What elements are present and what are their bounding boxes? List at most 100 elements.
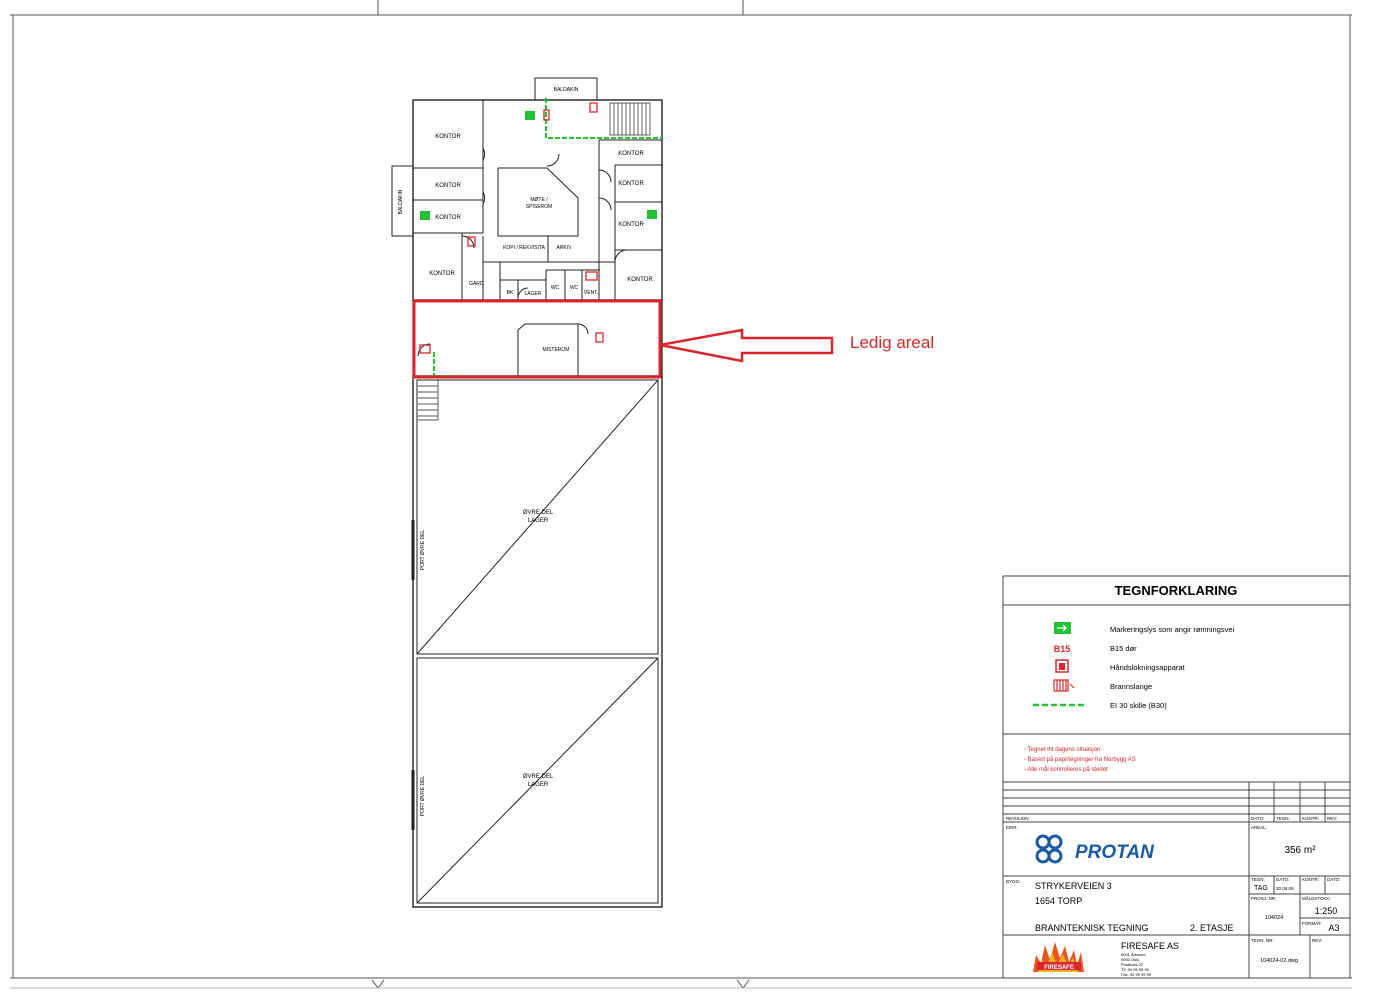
- rev-header: REV:: [1327, 816, 1337, 821]
- room-label: BK: [507, 290, 514, 296]
- callout-arrow-icon: [659, 328, 834, 363]
- ledig-areal-label: Ledig areal: [850, 333, 935, 352]
- firesafe-logo-icon: FIRESAFE: [1033, 942, 1084, 972]
- eier-label: EIER:: [1006, 825, 1018, 830]
- room-label: KONTOR: [627, 277, 653, 283]
- tb-label: TEGN. NR:: [1251, 938, 1274, 943]
- address-line: 1654 TORP: [1035, 896, 1082, 906]
- room-label: WC: [570, 285, 579, 291]
- firesafe-logo-text: FIRESAFE: [1044, 965, 1074, 971]
- legend-panel: [1002, 575, 1351, 979]
- room-label: LAGER: [528, 782, 549, 788]
- b15-door-icon: [543, 109, 550, 121]
- room-label: BALDAKIN: [398, 189, 404, 214]
- tb-label: DATO:: [1327, 877, 1340, 882]
- fire-extinguisher-icon: [467, 236, 476, 247]
- room-label: GARD.: [469, 281, 485, 287]
- tb-label: DATO:: [1276, 877, 1289, 882]
- b15-text-icon: B15: [1054, 644, 1071, 654]
- warehouse-outline: [412, 375, 663, 908]
- room-label: LAGER: [528, 518, 549, 524]
- areal-label: AREAL:: [1251, 825, 1267, 830]
- room-label: PORT ØVRE DEL: [420, 530, 426, 571]
- firesafe-detail: 0000 Oslo: [1121, 957, 1140, 962]
- exit-sign-icon: [525, 111, 535, 120]
- dato-value: 20.06.09: [1276, 886, 1294, 891]
- room-label: KOPI / REKVISITA: [503, 245, 546, 251]
- sheet-frame: [10, 0, 1352, 989]
- tb-label: REV:: [1312, 938, 1322, 943]
- tb-label: MÅLESTOKK:: [1302, 895, 1331, 901]
- room-label: KONTOR: [618, 151, 644, 157]
- fire-equipment: [419, 102, 604, 354]
- legend-item-label: Håndslokningsapparat: [1110, 663, 1186, 672]
- room-label: ØVRE DEL: [523, 510, 554, 516]
- firesafe-detail: Fax: 99 99 99 99: [1121, 972, 1152, 977]
- exit-sign-icon: [647, 210, 657, 219]
- stair-top: [609, 102, 651, 136]
- tb-label: PROSJ. NR:: [1251, 896, 1276, 901]
- room-label: PORT ØVRE DEL: [420, 776, 426, 817]
- prosj-value: 104024: [1265, 915, 1283, 921]
- tegn-value: TAG: [1254, 885, 1268, 892]
- tb-label: KONTR:: [1302, 877, 1319, 882]
- legend-item-label: Markeringslys som angir rømningsvei: [1110, 625, 1235, 634]
- legend-note: - Basert på papirtegninger fra Norbygg A…: [1024, 756, 1136, 763]
- fire-hose-icon: [1053, 679, 1075, 692]
- legend-title: TEGNFORKLARING: [1115, 583, 1238, 598]
- room-label: ARKIV: [556, 245, 572, 251]
- room-label: SPISEROM: [526, 204, 552, 210]
- baldakin-left-room: [391, 165, 414, 237]
- tb-label: FORMAT:: [1302, 921, 1321, 926]
- room-label: LAGER: [525, 291, 542, 297]
- exit-sign-icon: [420, 211, 430, 220]
- protan-wordmark: PROTAN: [1075, 842, 1155, 863]
- rev-header: DATO:: [1251, 816, 1264, 821]
- legend-note: - Alle mål kontrolleres på stedet: [1024, 766, 1108, 773]
- room-labels: BALDAKIN BALDAKIN KONTOR KONTOR KONTOR K…: [398, 87, 653, 816]
- legend-item-label: B15 dør: [1110, 644, 1137, 653]
- bygg-label: BYGG:: [1006, 879, 1020, 884]
- fire-extinguisher-icon: [589, 102, 598, 113]
- firesafe-detail: Postboks 22: [1121, 962, 1144, 967]
- misterom-room: [517, 323, 579, 376]
- room-label: KONTOR: [435, 183, 461, 189]
- highlight-box: [412, 299, 662, 379]
- room-label: KONTOR: [618, 222, 644, 228]
- room-label: MISTEROM: [543, 347, 570, 353]
- legend-item-label: EI 30 skille (B30): [1110, 701, 1167, 710]
- rev-header: KONTR:: [1302, 816, 1319, 821]
- fire-extinguisher-icon: [1055, 659, 1069, 673]
- rev-header: TEGN:: [1276, 816, 1290, 821]
- drawing-title: BRANNTEKNISK TEGNING: [1035, 923, 1148, 933]
- scale-value: 1:250: [1315, 906, 1338, 916]
- fire-hose-icon: [419, 344, 431, 354]
- lager-upper: [416, 379, 659, 655]
- room-label: KONTOR: [435, 134, 461, 140]
- room-label: ØVRE DEL: [523, 774, 554, 780]
- floor-label: 2. ETASJE: [1190, 923, 1233, 933]
- firesafe-detail: 6001 Ålesund: [1121, 952, 1145, 957]
- tegn-nr-value: 104024-02.dwg: [1260, 958, 1298, 964]
- room-label: KONTOR: [429, 271, 455, 277]
- exit-signs: [420, 111, 657, 220]
- room-label: WC: [551, 285, 560, 291]
- stair-lower: [418, 379, 439, 421]
- tb-label: TEGN:: [1251, 877, 1265, 882]
- fire-extinguisher-icon: [595, 332, 604, 343]
- rev-header: REVISJON:: [1006, 816, 1030, 821]
- firesafe-name: FIRESAFE AS: [1121, 941, 1179, 951]
- floor-plan: [391, 77, 663, 908]
- format-value: A3: [1328, 923, 1339, 933]
- ledig-areal-highlight: [412, 299, 662, 379]
- ledig-areal-outline: [412, 299, 663, 377]
- legend-item-label: Brannslange: [1110, 682, 1152, 691]
- room-label: KONTOR: [435, 215, 461, 221]
- fire-hose-icon: [585, 271, 598, 281]
- protan-logo-icon: [1035, 834, 1063, 864]
- room-label: KONTOR: [618, 181, 644, 187]
- area-value: 356 m²: [1284, 845, 1316, 856]
- lager-lower: [416, 657, 659, 904]
- legend-note: - Tegnet iht dagens situasjon: [1024, 747, 1100, 753]
